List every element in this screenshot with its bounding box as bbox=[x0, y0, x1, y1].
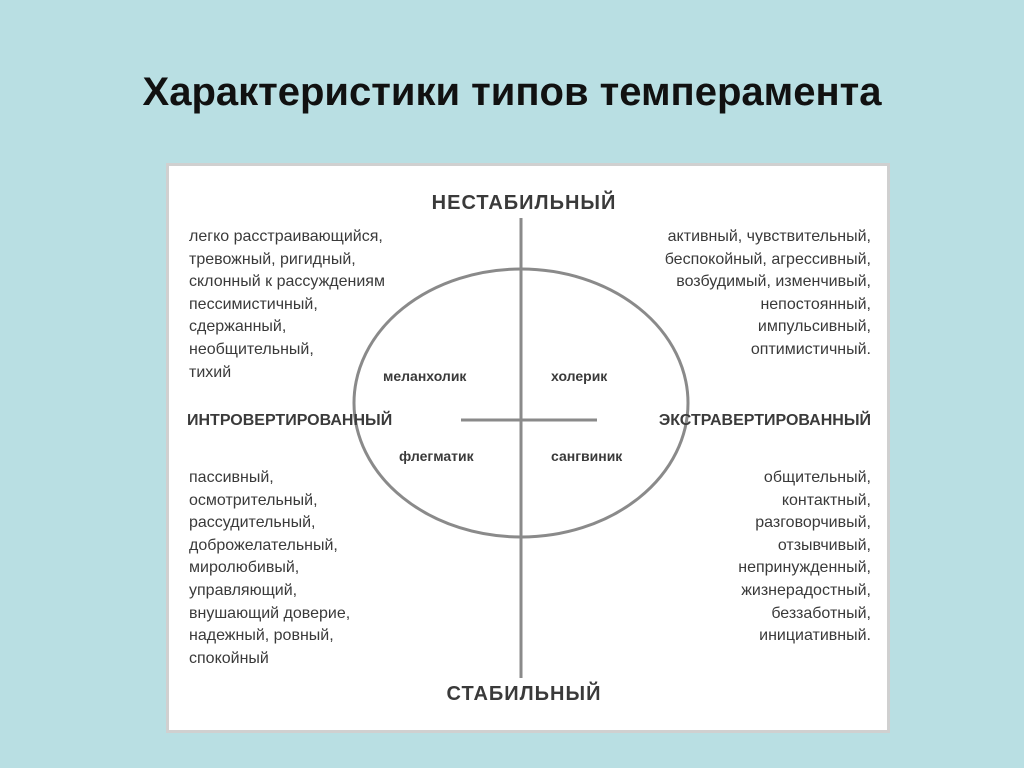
trait-item: непостоянный, bbox=[760, 295, 871, 313]
trait-item: рассудительный, bbox=[189, 514, 316, 532]
trait-item: непринужденный, bbox=[738, 559, 871, 577]
trait-item: осмотрительный, bbox=[189, 491, 318, 509]
trait-item: миролюбивый, bbox=[189, 559, 300, 577]
trait-item: беспокойный, агрессивный, bbox=[664, 250, 871, 268]
trait-item: инициативный. bbox=[759, 627, 871, 645]
trait-item: общительный, bbox=[763, 469, 871, 486]
trait-item: пессимистичный, bbox=[189, 295, 318, 313]
trait-item: возбудимый, изменчивый, bbox=[676, 273, 871, 291]
trait-item: оптимистичный. bbox=[750, 340, 871, 358]
trait-item: жизнерадостный, bbox=[741, 581, 871, 599]
trait-item: управляющий, bbox=[189, 581, 298, 599]
traits-sanguine: общительный, контактный, разговорчивый, … bbox=[738, 467, 871, 648]
pole-stable: СТАБИЛЬНЫЙ bbox=[446, 683, 602, 705]
trait-item: отзывчивый, bbox=[777, 536, 871, 554]
trait-item: импульсивный, bbox=[757, 318, 871, 336]
temperament-diagram: НЕСТАБИЛЬНЫЙ СТАБИЛЬНЫЙ ИНТРОВЕРТИРОВАНН… bbox=[166, 163, 890, 733]
trait-item: легко расстраивающийся, bbox=[189, 228, 383, 245]
trait-item: контактный, bbox=[781, 491, 871, 509]
trait-item: активный, чувствительный, bbox=[667, 228, 871, 245]
trait-item: спокойный bbox=[189, 649, 269, 667]
trait-item: разговорчивый, bbox=[755, 514, 871, 532]
trait-item: внушающий доверие, bbox=[189, 604, 351, 622]
trait-item: тревожный, ригидный, bbox=[189, 250, 356, 268]
trait-item: сдержанный, bbox=[189, 318, 287, 336]
slide-title: Характеристики типов темперамента bbox=[142, 70, 882, 114]
trait-item: беззаботный, bbox=[771, 604, 871, 622]
pole-introverted: ИНТРОВЕРТИРОВАННЫЙ bbox=[187, 412, 393, 429]
temperament-phlegmatic: флегматик bbox=[399, 448, 474, 464]
trait-item: пассивный, bbox=[189, 469, 274, 486]
trait-item: тихий bbox=[189, 363, 232, 381]
traits-melancholic: легко расстраивающийся, тревожный, ригид… bbox=[189, 226, 385, 384]
temperament-choleric: холерик bbox=[551, 368, 608, 384]
temperament-sanguine: сангвиник bbox=[551, 448, 623, 464]
traits-phlegmatic: пассивный, осмотрительный, рассудительны… bbox=[189, 467, 350, 670]
temperament-melancholic: меланхолик bbox=[383, 368, 467, 384]
trait-item: необщительный, bbox=[189, 340, 314, 358]
trait-item: склонный к рассуждениям bbox=[189, 273, 385, 291]
traits-choleric: активный, чувствительный, беспокойный, а… bbox=[665, 226, 871, 362]
diagram-shapes bbox=[352, 218, 690, 678]
trait-item: надежный, ровный, bbox=[189, 627, 334, 645]
trait-item: доброжелательный, bbox=[189, 536, 338, 554]
pole-extraverted: ЭКСТРАВЕРТИРОВАННЫЙ bbox=[658, 412, 871, 429]
pole-unstable: НЕСТАБИЛЬНЫЙ bbox=[431, 192, 617, 214]
